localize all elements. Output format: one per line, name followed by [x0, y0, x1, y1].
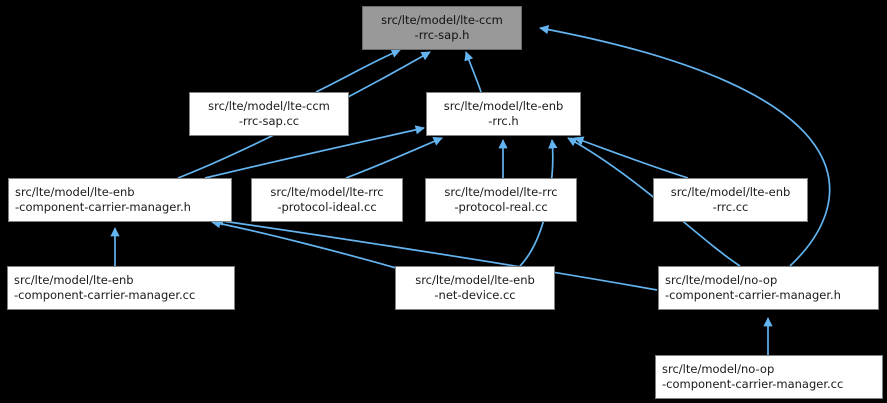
graph-edge — [204, 125, 425, 179]
graph-edge — [214, 216, 658, 291]
graph-edge — [464, 51, 482, 93]
node-label-line1: src/lte/model/lte-rrc — [444, 185, 558, 199]
graph-node-ccm-rrc-sap-h[interactable]: src/lte/model/lte-ccm-rrc-sap.h — [362, 6, 522, 50]
node-label-line1: src/lte/model/lte-ccm — [208, 99, 330, 113]
graph-node-rrc-protocol-real-cc[interactable]: src/lte/model/lte-rrc-protocol-real.cc — [425, 178, 577, 222]
graph-node-enb-ccm-cc[interactable]: src/lte/model/lte-enb-component-carrier-… — [7, 266, 235, 310]
graph-node-enb-rrc-cc[interactable]: src/lte/model/lte-enb-rrc.cc — [653, 178, 808, 222]
graph-node-enb-net-device-cc[interactable]: src/lte/model/lte-enb-net-device.cc — [395, 266, 555, 310]
node-label-line1: src/lte/model/lte-enb — [14, 273, 134, 287]
node-label-line2: -component-carrier-manager.cc — [662, 377, 844, 391]
node-label-line2: -rrc.cc — [712, 200, 749, 214]
node-label-line1: src/lte/model/lte-ccm — [381, 13, 503, 27]
graph-edge — [345, 137, 443, 179]
node-label-line2: -net-device.cc — [434, 288, 516, 302]
graph-node-enb-rrc-h[interactable]: src/lte/model/lte-enb-rrc.h — [426, 92, 581, 136]
node-label-line1: src/lte/model/lte-enb — [670, 185, 791, 199]
node-label-line1: src/lte/model/lte-enb — [15, 185, 135, 199]
node-label-line2: -protocol-real.cc — [454, 200, 548, 214]
graph-node-rrc-protocol-ideal-cc[interactable]: src/lte/model/lte-rrc-protocol-ideal.cc — [251, 178, 403, 222]
graph-node-enb-ccm-h[interactable]: src/lte/model/lte-enb-component-carrier-… — [8, 178, 232, 222]
graph-node-noop-ccm-cc[interactable]: src/lte/model/no-op-component-carrier-ma… — [655, 355, 883, 399]
node-label-line2: -component-carrier-manager.cc — [14, 288, 196, 302]
graph-edge — [539, 24, 831, 267]
graph-node-noop-ccm-h[interactable]: src/lte/model/no-op-component-carrier-ma… — [658, 266, 879, 310]
node-label-line1: src/lte/model/lte-enb — [415, 273, 535, 287]
node-label-line2: -component-carrier-manager.h — [665, 288, 841, 302]
node-label-line2: -rrc.h — [488, 114, 519, 128]
graph-node-ccm-rrc-sap-cc[interactable]: src/lte/model/lte-ccm-rrc-sap.cc — [189, 92, 349, 136]
node-label-line1: src/lte/model/no-op — [665, 273, 778, 287]
node-label-line2: -protocol-ideal.cc — [277, 200, 377, 214]
node-label-line2: -component-carrier-manager.h — [15, 200, 191, 214]
node-label-line1: src/lte/model/no-op — [662, 362, 775, 376]
graph-edge — [315, 49, 401, 93]
graph-edge — [574, 136, 689, 179]
node-label-line1: src/lte/model/lte-enb — [443, 99, 564, 113]
node-label-line1: src/lte/model/lte-rrc — [270, 185, 384, 199]
node-label-line2: -rrc-sap.h — [414, 28, 470, 42]
graph-edge — [211, 219, 397, 269]
node-label-line2: -rrc-sap.cc — [238, 114, 300, 128]
